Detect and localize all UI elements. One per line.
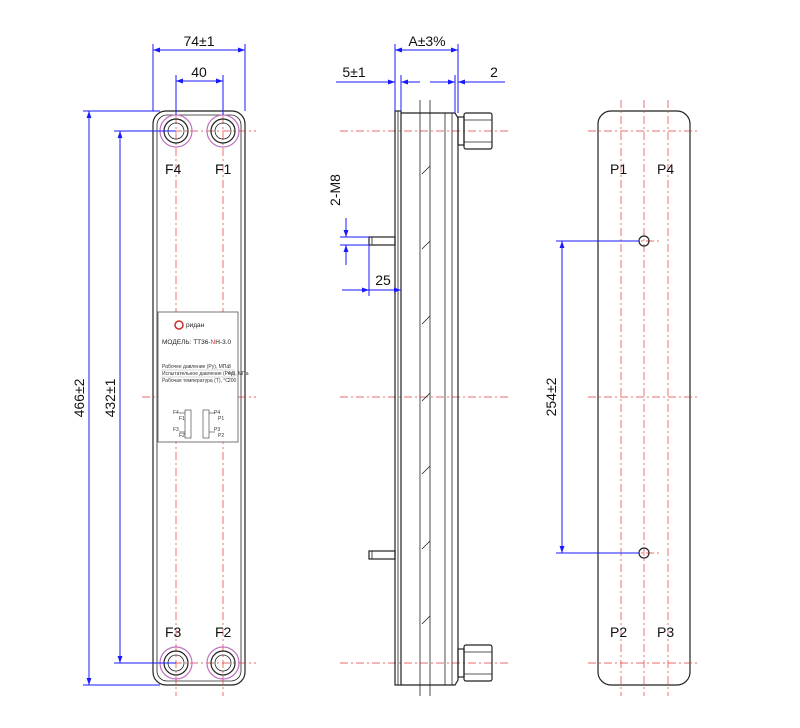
dimension-port-spacing: 40 <box>175 64 224 115</box>
dimension-back-label: 2 <box>490 64 498 80</box>
port-label-f3: F3 <box>165 624 182 640</box>
nameplate-row-label: Рабочая температура (Т), °С <box>162 378 229 384</box>
nameplate-row-label: Испытательное давление (Рпр), МПа <box>162 371 249 377</box>
dimension-thickness: A±3% <box>394 33 459 113</box>
scheme-label: P3 <box>214 427 220 433</box>
dimension-back: 2 <box>430 64 505 113</box>
break-marks <box>421 165 431 625</box>
dimension-height-label: 466±2 <box>71 378 87 417</box>
dimension-port-vertical-label: 432±1 <box>102 378 118 417</box>
dimension-stud-thread: 2-M8 <box>327 174 369 265</box>
scheme-label: P4 <box>214 410 220 416</box>
nameplate-brand: ридан <box>186 322 205 329</box>
nameplate-row-label: Рабочее давление (Ру), МПа <box>162 364 229 370</box>
dimension-front-plate-label: 5±1 <box>342 64 365 80</box>
mounting-stud-top <box>368 236 396 246</box>
nameplate-row-value: 4,5 <box>228 371 235 377</box>
dimension-height: 466±2 <box>71 110 160 686</box>
scheme-label: P2 <box>218 433 224 439</box>
port-label-p4: P4 <box>657 161 674 177</box>
dimension-width-label: 74±1 <box>183 33 214 49</box>
dimension-width: 74±1 <box>152 33 246 111</box>
scheme-label: F1 <box>179 416 185 422</box>
dimension-stud-length-label: 25 <box>375 272 391 288</box>
plate-pack <box>401 112 459 686</box>
front-view: F4 F1 F3 F2 ридан МОДЕЛЬ: ТТ36-NН-3.0 Ра… <box>71 33 256 696</box>
brand-logo-icon <box>174 320 184 330</box>
dimension-mount-holes: 254±2 <box>543 240 639 554</box>
nameplate-model: МОДЕЛЬ: ТТ36-NН-3.0 <box>162 339 232 346</box>
mounting-stud-bottom <box>368 550 396 560</box>
port-f2 <box>206 646 240 680</box>
front-plate-inner-outline <box>156 114 242 682</box>
nameplate: ридан МОДЕЛЬ: ТТ36-NН-3.0 Рабочее давлен… <box>157 311 249 443</box>
dimension-port-spacing-label: 40 <box>191 64 207 80</box>
dimension-port-vertical: 432±1 <box>102 130 176 664</box>
side-view: A±3% 5±1 2 2-M8 25 <box>327 33 510 696</box>
port-label-f4: F4 <box>165 161 182 177</box>
dimension-front-plate: 5±1 <box>336 64 420 111</box>
port-label-p2: P2 <box>610 624 627 640</box>
scheme-label: P1 <box>218 416 224 422</box>
rear-view: P1 P4 P2 P3 254±2 <box>543 100 700 696</box>
dimension-stud-thread-label: 2-M8 <box>327 174 343 206</box>
nameplate-row-value: 200 <box>228 378 237 384</box>
dimension-mount-holes-label: 254±2 <box>543 377 559 416</box>
port-label-p3: P3 <box>657 624 674 640</box>
dimension-thickness-label: A±3% <box>408 33 445 49</box>
port-label-p1: P1 <box>610 161 627 177</box>
scheme-label: F4 <box>173 410 179 416</box>
port-label-f2: F2 <box>215 624 232 640</box>
nozzle-bottom <box>457 644 493 682</box>
scheme-label: F3 <box>173 427 179 433</box>
port-label-f1: F1 <box>215 161 232 177</box>
dimension-stud-length: 25 <box>342 245 401 296</box>
nozzle-top <box>457 112 493 150</box>
scheme-label: F2 <box>179 433 185 439</box>
flow-scheme-icon <box>179 409 215 439</box>
nameplate-row-value: 3 <box>228 364 231 370</box>
front-plate-outline <box>152 110 246 686</box>
